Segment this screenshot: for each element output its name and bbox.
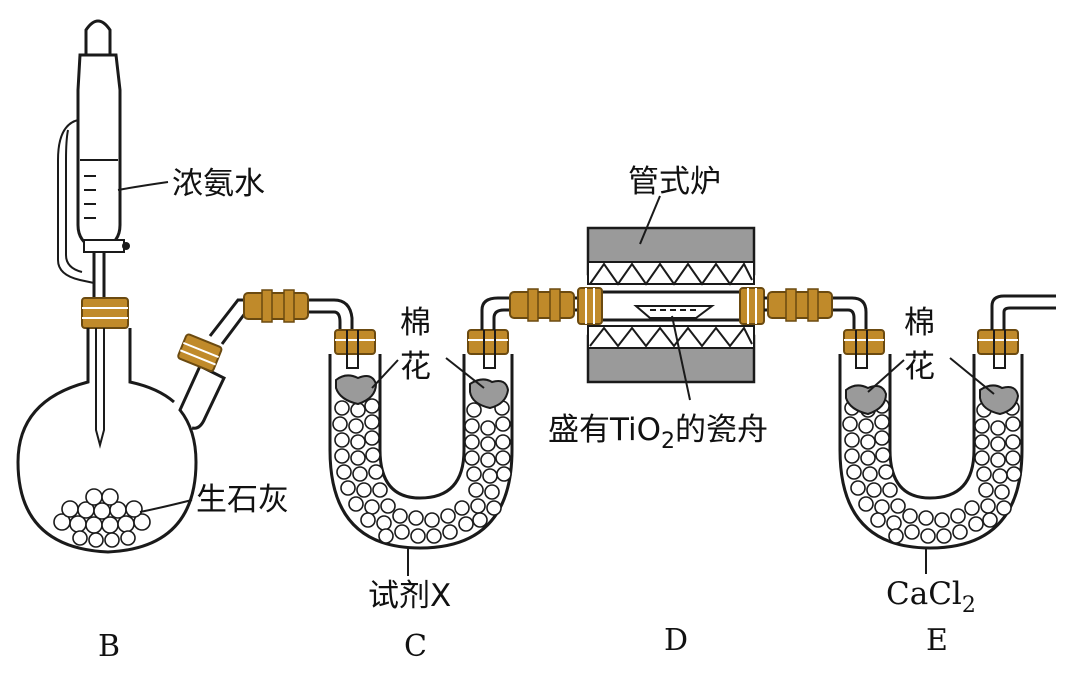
label-apparatus-c: C <box>404 629 427 664</box>
heating-coil-top <box>589 262 753 286</box>
funnel-top-loop <box>84 19 112 55</box>
label-ammonia: 浓氨水 <box>172 166 265 202</box>
furnace-cap-left <box>577 287 603 325</box>
cotton-c-right <box>469 378 510 410</box>
delivery-tube-d-e <box>764 296 868 330</box>
stopper-c-left <box>334 329 376 355</box>
label-boat: 盛有TiO2的瓷舟 <box>548 412 768 454</box>
stopper-b <box>81 297 129 329</box>
label-cotton-c-2: 花 <box>400 349 431 385</box>
label-apparatus-e: E <box>926 623 948 658</box>
rubber-connector-3 <box>767 291 833 319</box>
pressure-equalizer-tube <box>57 119 95 284</box>
apparatus-e: 棉 花 CaCl2 <box>838 294 1056 618</box>
label-cacl2: CaCl2 <box>886 576 976 618</box>
rubber-connector-1 <box>243 292 309 320</box>
furnace-cap-right <box>739 287 765 325</box>
label-furnace: 管式炉 <box>628 164 721 200</box>
label-apparatus-d: D <box>664 623 688 658</box>
porcelain-boat <box>633 305 715 319</box>
stopcock <box>83 239 125 253</box>
cacl2-beads <box>842 398 1022 544</box>
cotton-e-right <box>979 384 1020 416</box>
quicklime-beads <box>53 488 151 548</box>
label-cotton-e-2: 花 <box>904 349 935 385</box>
heating-coil-bottom <box>589 326 753 348</box>
reagent-x-beads <box>332 398 512 544</box>
delivery-tube-b-c <box>208 298 354 337</box>
exit-tube-e <box>990 294 1056 330</box>
cotton-e-left <box>845 384 888 416</box>
label-cotton-c-1: 棉 <box>400 305 431 341</box>
apparatus-d: 管式炉 盛有TiO2的瓷舟 <box>548 164 768 454</box>
apparatus-b: 浓氨水 生石灰 <box>16 19 354 554</box>
label-reagent-x: 试剂X <box>368 578 451 614</box>
stopper-c-right <box>467 329 509 355</box>
delivery-tube-c-d <box>480 296 590 330</box>
rubber-connector-2 <box>509 291 575 319</box>
apparatus-c: 棉 花 试剂X <box>328 305 514 614</box>
label-cotton-e-1: 棉 <box>904 305 935 341</box>
label-quicklime: 生石灰 <box>196 482 289 518</box>
dropping-funnel <box>76 53 122 302</box>
stopper-e-left <box>843 329 885 355</box>
round-bottom-flask <box>16 328 226 554</box>
label-apparatus-b: B <box>98 629 120 664</box>
stopper-e-right <box>977 329 1019 355</box>
